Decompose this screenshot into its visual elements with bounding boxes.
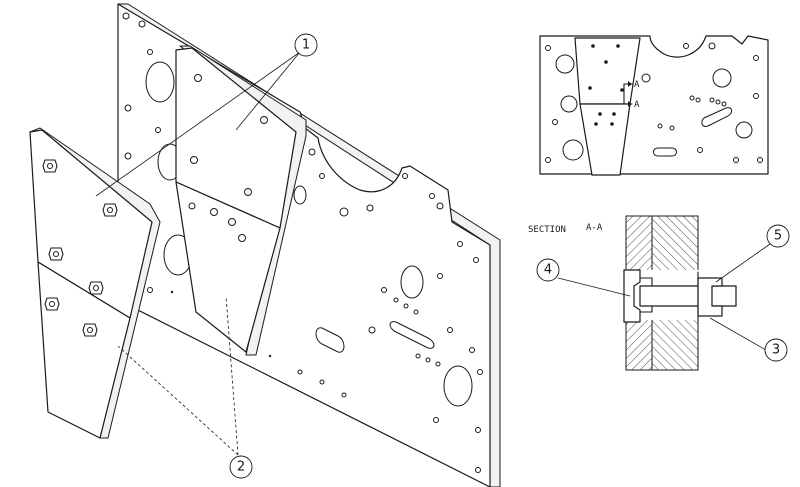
- middle-plate-assembly: [175, 45, 307, 356]
- backplate-slot: [389, 321, 435, 349]
- callout-4: 4: [536, 258, 560, 282]
- callout-4-label: 4: [544, 263, 552, 278]
- assembled-plate-upper: [574, 37, 641, 105]
- backplate-large-hole: [145, 61, 175, 103]
- callout-2: 2: [229, 455, 253, 479]
- section-detail: SECTION A-A: [528, 215, 738, 371]
- section-bolt-head: [623, 269, 641, 323]
- front-plate-assembly: [29, 127, 161, 439]
- middle-plate-upper: [175, 47, 297, 229]
- backplate-slot: [315, 327, 345, 353]
- assembled-plate-lower: [579, 103, 631, 176]
- section-leader-lines: [557, 243, 771, 351]
- front-plate-bolts: [42, 159, 118, 337]
- callout-1-label: 1: [302, 38, 310, 53]
- section-marker: A A: [623, 80, 640, 110]
- callout-5: 5: [766, 224, 790, 248]
- section-marker-label-top: A: [634, 80, 640, 90]
- section-nut: [697, 277, 723, 317]
- middle-plate-holes: [188, 74, 268, 242]
- front-plate-lower: [37, 261, 131, 439]
- section-bolt-shank: [639, 285, 737, 307]
- callout-3-label: 3: [772, 343, 780, 358]
- backplate-large-hole: [400, 265, 424, 299]
- callout-1: 1: [294, 33, 318, 57]
- section-name: A-A: [586, 223, 603, 233]
- callout-5-label: 5: [774, 229, 782, 244]
- front-plate-upper: [29, 129, 153, 319]
- assembled-view: A A: [539, 35, 769, 176]
- callout-3: 3: [764, 338, 788, 362]
- callout-2-label: 2: [237, 460, 245, 475]
- section-title: SECTION: [528, 225, 566, 235]
- main-backplate: [117, 3, 501, 487]
- backplate-large-hole: [443, 365, 473, 407]
- backplate-small-holes: [122, 12, 483, 473]
- section-marker-label-bottom: A: [634, 100, 640, 110]
- backplate-medium-hole: [293, 185, 307, 205]
- leader-lines: [95, 51, 301, 456]
- assembled-holes: [545, 42, 763, 163]
- middle-plate-lower: [175, 181, 281, 353]
